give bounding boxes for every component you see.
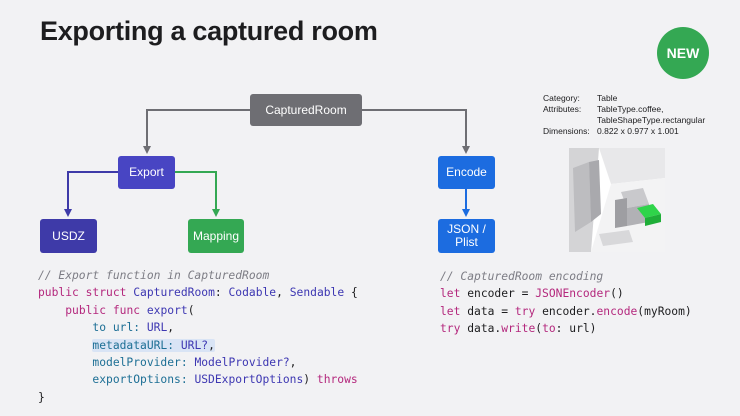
kw-throws: throws (316, 373, 358, 387)
attributes-value-1: TableType.coffee, (597, 104, 664, 114)
kw-public: public (65, 303, 107, 317)
fn-write: write (501, 322, 536, 336)
code-text: encoder. (542, 304, 597, 318)
connector-export-usdz (64, 171, 118, 217)
punct: , (208, 338, 215, 352)
type-sendable: Sendable (289, 286, 345, 300)
code-text: : url) (555, 322, 597, 336)
node-json-line2: Plist (455, 235, 478, 249)
type-json-encoder: JSONEncoder (535, 287, 611, 301)
type-name: CapturedRoom (133, 286, 215, 300)
node-usdz: USDZ (40, 219, 97, 253)
kw-struct: struct (85, 286, 127, 300)
code-text: encoder = (467, 287, 529, 301)
label-to: to (92, 321, 107, 335)
kw-let: let (440, 287, 461, 301)
punct: : (214, 286, 222, 300)
type-model-provider: ModelProvider? (194, 356, 290, 370)
punct: } (38, 390, 45, 404)
punct: ( (535, 322, 543, 336)
param-url: url: (112, 321, 141, 335)
new-badge: NEW (657, 27, 709, 79)
code-comment: // Export function in CapturedRoom (38, 269, 270, 282)
connector-export-mapping (175, 171, 220, 217)
code-block-encoding: // CapturedRoom encoding let encoder = JS… (440, 268, 692, 338)
punct: , (167, 321, 175, 335)
kw-func: func (112, 303, 141, 317)
dimensions-key: Dimensions: (543, 126, 590, 136)
node-json-plist: JSON / Plist (438, 219, 495, 253)
label-to: to (542, 322, 556, 336)
kw-try: try (440, 322, 461, 336)
kw-try: try (514, 304, 536, 318)
type-url: URL (146, 321, 168, 335)
object-metadata: Category: Table Attributes: TableType.coff… (543, 93, 705, 137)
type-url-optional: URL? (180, 338, 209, 352)
node-encode: Encode (438, 156, 495, 189)
code-text: data = (467, 304, 509, 318)
type-export-options: USDExportOptions (194, 373, 304, 387)
node-captured-room: CapturedRoom (250, 94, 362, 126)
room-scan-image (569, 148, 665, 252)
type-codable: Codable (228, 286, 277, 300)
punct: ( (187, 303, 195, 317)
punct: , (276, 286, 283, 300)
kw-public: public (38, 286, 79, 300)
category-key: Category: (543, 93, 580, 103)
fn-export: export (146, 303, 188, 317)
dimensions-value: 0.822 x 0.977 x 1.001 (597, 126, 679, 136)
punct: ) (303, 373, 311, 387)
punct: , (289, 356, 297, 370)
code-text: data. (467, 322, 502, 336)
kw-let: let (440, 304, 461, 318)
attributes-value-2: TableShapeType.rectangular (597, 115, 706, 125)
node-json-line1: JSON / (447, 222, 486, 236)
node-mapping: Mapping (188, 219, 244, 253)
code-block-export: // Export function in CapturedRoom public… (38, 267, 358, 406)
code-text: (myRoom) (637, 304, 692, 318)
punct: { (350, 286, 358, 300)
param-export-options: exportOptions: (92, 373, 188, 387)
connector-root-encode (362, 109, 470, 154)
slide-title: Exporting a captured room (40, 16, 378, 46)
fn-encode: encode (596, 304, 638, 318)
param-model-provider: modelProvider: (92, 356, 188, 370)
punct: () (610, 287, 624, 301)
connector-root-export (143, 109, 250, 154)
attributes-key: Attributes: (543, 104, 582, 114)
category-value: Table (597, 93, 618, 103)
param-metadata-url: metadataURL: (92, 338, 175, 352)
highlighted-param: metadataURL: URL?, (92, 338, 215, 352)
code-comment: // CapturedRoom encoding (440, 270, 604, 283)
node-export: Export (118, 156, 175, 189)
